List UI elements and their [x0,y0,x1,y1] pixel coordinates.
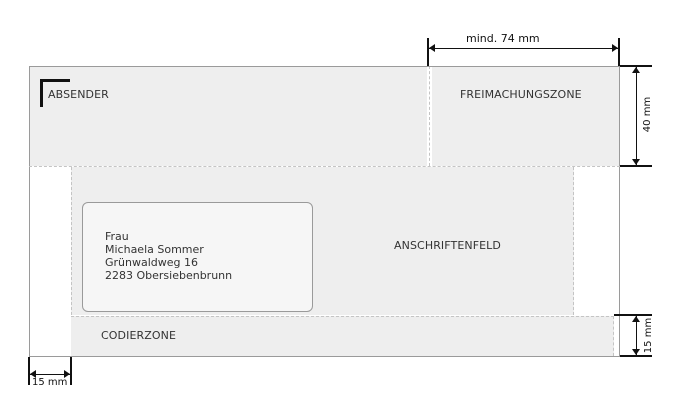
postage-width-tick-left [427,38,429,66]
top-band-bottom-line [29,166,620,167]
left-margin-tick-left [28,357,30,385]
sender-zone [29,66,427,166]
postage-separator [429,66,430,166]
address-window [82,202,313,312]
arrow-up-icon [632,67,640,73]
envelope-top-edge [29,66,620,67]
sender-zone-label: ABSENDER [48,88,109,101]
sender-corner-mark [40,79,70,107]
address-field-label: ANSCHRIFTENFELD [394,239,501,252]
postage-width-label: mind. 74 mm [466,32,540,45]
coding-height-tick-top [614,314,652,316]
arrow-right-icon [64,370,70,378]
coding-zone [71,316,614,356]
postage-zone-label: FREIMACHUNGSZONE [460,88,582,101]
postage-width-tick-right [618,38,620,66]
coding-height-line [636,316,637,355]
postage-zone [432,66,619,166]
arrow-up-icon [632,316,640,322]
envelope-left-edge [29,66,30,357]
coding-height-tick-bottom [620,355,652,357]
arrow-left-icon [30,370,36,378]
address-line: 2283 Obersiebenbrunn [105,269,233,282]
envelope-bottom-edge [29,356,620,357]
top-height-tick-top [620,65,652,67]
left-margin-line [30,374,70,375]
arrow-left-icon [429,44,435,52]
recipient-address: Frau Michaela Sommer Grünwaldweg 16 2283… [105,230,232,282]
address-line: Frau [105,230,129,243]
address-line: Grünwaldweg 16 [105,256,199,269]
top-height-tick-bottom [620,165,652,167]
arrow-down-icon [632,349,640,355]
coding-zone-label: CODIERZONE [101,329,177,342]
arrow-down-icon [632,159,640,165]
postage-width-line [429,48,618,49]
coding-height-label: 15 mm [643,317,655,354]
arrow-right-icon [612,44,618,52]
left-margin-tick-right [70,357,72,385]
left-margin-label: 15 mm [32,377,68,388]
address-line: Michaela Sommer [105,243,204,256]
top-height-label: 40 mm [642,96,654,133]
top-height-line [636,67,637,165]
envelope-right-edge [619,66,620,357]
